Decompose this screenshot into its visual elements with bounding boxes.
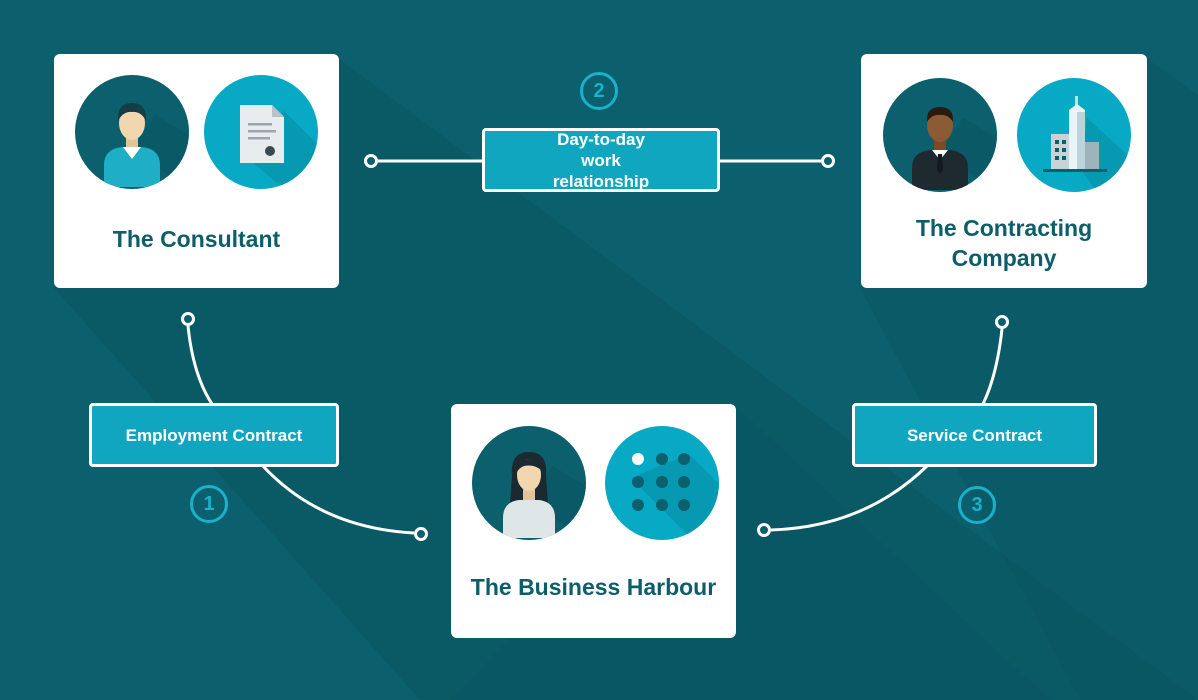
endpoint-node-harbour-right [757, 523, 771, 537]
business-harbour-title: The Business Harbour [470, 574, 717, 600]
step-number-1: 1 [190, 485, 228, 523]
contracting-company-card: The Contracting Company [861, 54, 1147, 288]
consultant-card: The Consultant [54, 54, 339, 288]
office-building-icon [1017, 78, 1131, 192]
businessman-avatar-icon [883, 78, 997, 192]
connector-left-upper [186, 325, 214, 405]
document-certificate-icon [204, 75, 318, 189]
consultant-title: The Consultant [112, 226, 281, 252]
connector-right-lower [770, 463, 930, 532]
dot-grid-logo-icon [605, 426, 719, 540]
endpoint-node-consultant-bottom [181, 312, 195, 326]
endpoint-node-company-left [821, 154, 835, 168]
connector-left-lower [260, 463, 415, 535]
business-harbour-card: The Business Harbour [451, 404, 736, 638]
step-number-2: 2 [580, 72, 618, 110]
man-avatar-icon [75, 75, 189, 189]
connector-right-upper [981, 328, 1004, 405]
woman-avatar-icon [472, 426, 586, 540]
step-number-3: 3 [958, 486, 996, 524]
service-contract-label: Service Contract [852, 403, 1097, 467]
employment-contract-label: Employment Contract [89, 403, 339, 467]
endpoint-node-company-bottom [995, 315, 1009, 329]
contracting-company-title: The Contracting Company [915, 215, 1093, 271]
endpoint-node-harbour-left [414, 527, 428, 541]
endpoint-node-consultant-right [364, 154, 378, 168]
day-to-day-work-relationship-label: Day-to-day work relationship [482, 128, 720, 192]
